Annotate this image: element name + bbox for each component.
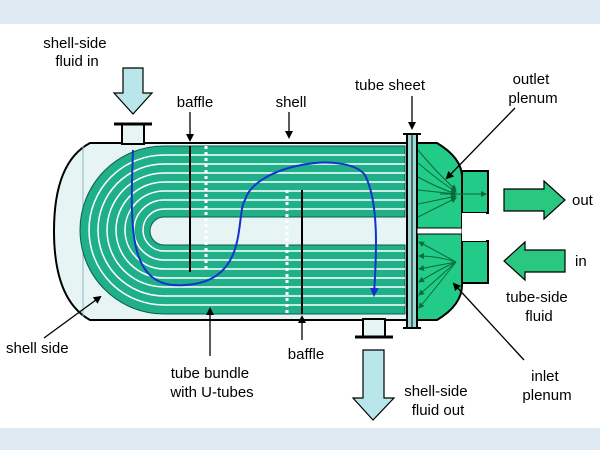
label-shell-side: shell side xyxy=(6,340,69,357)
pass-partition xyxy=(416,227,463,235)
shell-side-inlet-arrow xyxy=(112,67,154,115)
label-outlet-plenum: outlet plenum xyxy=(508,71,557,107)
baffle-bottom xyxy=(285,190,303,314)
inlet-plenum-flow xyxy=(418,241,457,309)
outlet-nozzle xyxy=(362,318,386,338)
outlet-plenum-port xyxy=(461,170,489,214)
label-tube-bundle: tube bundle with U-tubes xyxy=(169,365,253,401)
leader-inlet-plenum xyxy=(452,282,525,361)
leader-lines xyxy=(43,96,525,361)
label-tube-side-fluid: tube-side fluid xyxy=(506,289,572,325)
label-shell-side-fluid-out: shell-side fluid out xyxy=(404,383,472,419)
tube-side-in-arrow xyxy=(503,240,566,282)
label-baffle-bottom: baffle xyxy=(288,346,324,363)
label-shell-side-fluid-in: shell-side fluid in xyxy=(43,35,111,70)
shell-side-flow-path xyxy=(130,149,379,297)
label-out: out xyxy=(572,192,594,209)
label-baffle-top: baffle xyxy=(177,94,213,111)
leader-shell-side xyxy=(43,295,102,339)
label-in: in xyxy=(575,253,587,270)
label-inlet-plenum: inlet plenum xyxy=(522,368,571,404)
leader-outlet-plenum xyxy=(445,107,516,180)
outlet-plenum-flow xyxy=(417,149,487,218)
baffle-top xyxy=(189,146,208,272)
inlet-nozzle xyxy=(121,123,145,145)
label-tube-sheet: tube sheet xyxy=(355,77,426,94)
top-frame-band xyxy=(0,0,600,24)
shell-side-outlet-arrow xyxy=(351,349,396,421)
label-shell: shell xyxy=(276,94,307,111)
bottom-frame-band xyxy=(0,428,600,450)
tube-side-out-arrow xyxy=(503,179,566,221)
tube-bundle xyxy=(79,145,406,315)
inlet-plenum-port xyxy=(461,240,489,284)
